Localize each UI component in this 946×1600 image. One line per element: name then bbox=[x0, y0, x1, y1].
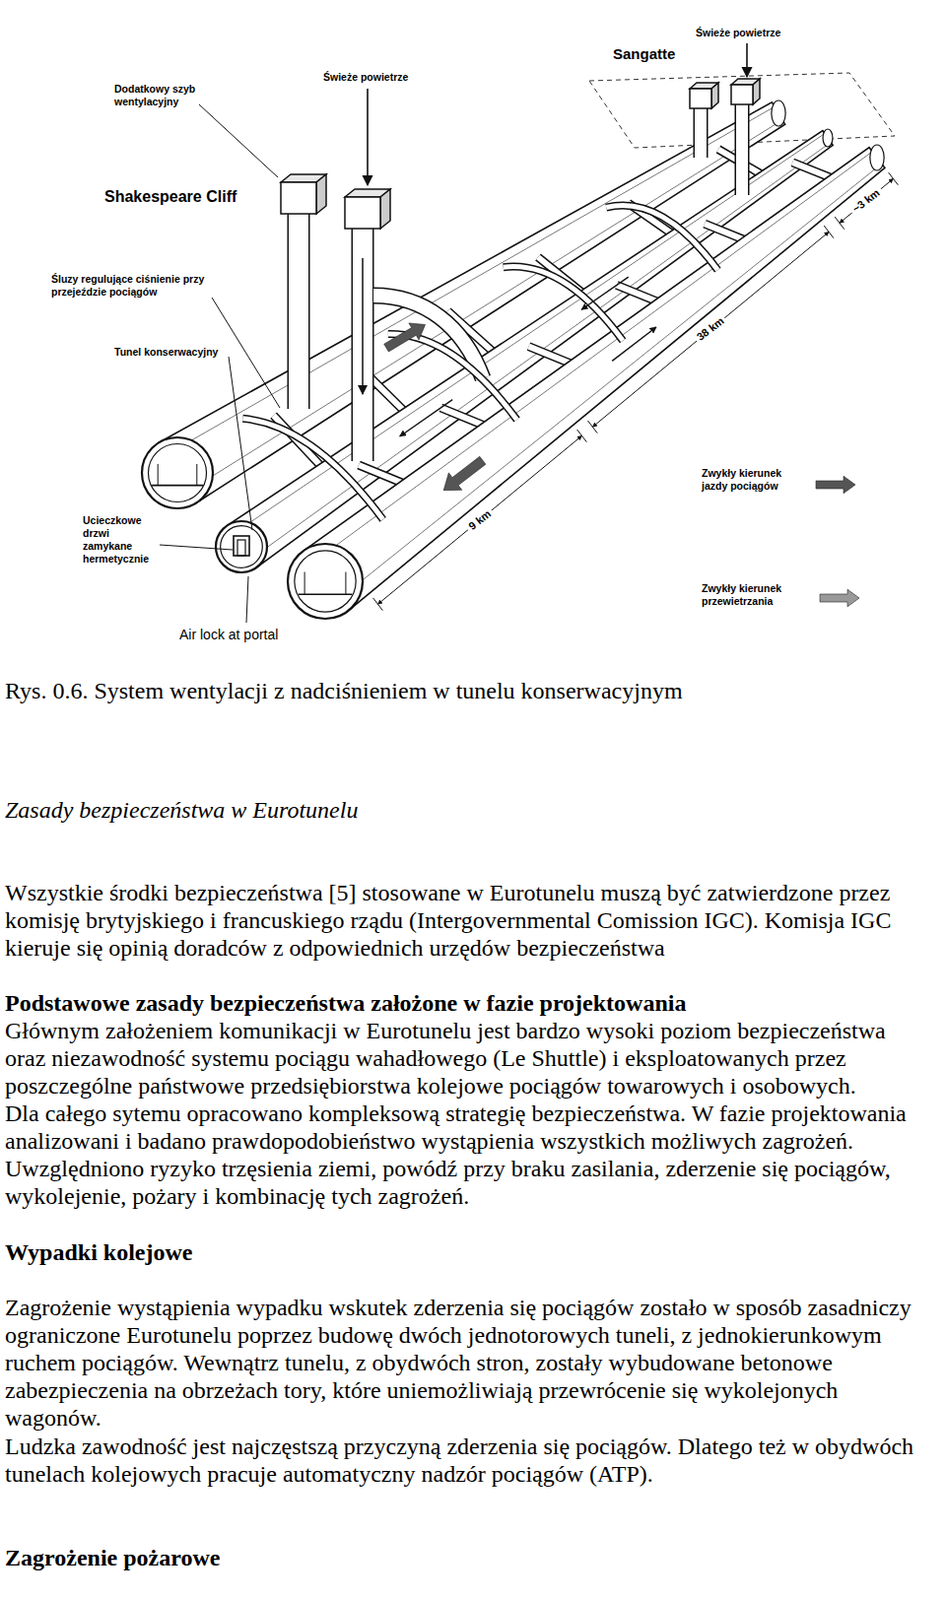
illustration bbox=[141, 43, 898, 623]
legend-text: Zwykły kierunek przewietrzania bbox=[701, 582, 793, 609]
train-direction-arrow bbox=[443, 456, 486, 490]
dimension-line bbox=[587, 225, 833, 434]
shaft-head bbox=[280, 174, 327, 214]
body-paragraph: Głównym założeniem komunikacji w Eurotun… bbox=[4, 1016, 927, 1100]
legend-text: Zwykły kierunek jazdy pociągów bbox=[701, 467, 793, 493]
annotation-label: Ucieczkowe drzwi zamykane hermetycznie bbox=[82, 514, 158, 566]
air-label: Świeże powietrze bbox=[695, 26, 781, 40]
ventilation-shaft bbox=[742, 104, 744, 196]
shaft-head bbox=[689, 82, 719, 109]
tunnel-tube bbox=[215, 129, 833, 573]
shaft-head bbox=[344, 189, 391, 229]
ventilation-arrow bbox=[400, 400, 454, 437]
body-paragraph: Zagrożenie wystąpienia wypadku wskutek z… bbox=[4, 1293, 927, 1432]
legend-sample bbox=[819, 589, 860, 608]
ventilation-shaft bbox=[298, 213, 300, 409]
leader-line bbox=[228, 356, 253, 531]
annotation-label: Śluzy regulujące ciśnienie przy przejeźd… bbox=[51, 272, 249, 299]
body-paragraph: Dla całego sytemu opracowano kompleksową… bbox=[4, 1099, 927, 1211]
tunnel-tube bbox=[287, 144, 885, 619]
dimension-line bbox=[373, 429, 588, 611]
ventilation-shaft bbox=[362, 228, 364, 462]
section-heading: Wypadki kolejowe bbox=[4, 1238, 193, 1267]
body-paragraph: Ludzka zawodność jest najczęstszą przycz… bbox=[4, 1432, 927, 1488]
train-direction-arrow bbox=[384, 323, 426, 352]
legend-sample bbox=[815, 475, 856, 494]
dimension-line bbox=[834, 172, 898, 230]
place-name: Sangatte bbox=[612, 45, 676, 64]
leader-line bbox=[159, 544, 233, 550]
pressure-relief-duct bbox=[242, 418, 383, 521]
place-name: Shakespeare Cliff bbox=[104, 187, 237, 206]
body-paragraph: Wszystkie środki bezpieczeństwa [5] stos… bbox=[4, 878, 927, 962]
figure-caption: Rys. 0.6. System wentylacji z nadciśnien… bbox=[4, 676, 683, 705]
ventilation-arrow bbox=[611, 327, 657, 361]
annotation-label: Dodatkowy szyb wentylacyjny bbox=[114, 82, 208, 109]
annotation-label: Tunel konserwacyjny bbox=[114, 345, 218, 359]
air-flow-arrow bbox=[361, 258, 364, 395]
air-flow-arrow bbox=[745, 43, 748, 77]
shaft-head bbox=[731, 78, 760, 105]
annotation-label: Air lock at portal bbox=[179, 626, 278, 644]
pressure-relief-duct bbox=[503, 267, 623, 341]
air-flow-arrow bbox=[366, 88, 369, 186]
leader-line bbox=[246, 576, 249, 623]
leader-line bbox=[211, 297, 280, 408]
pressure-relief-duct bbox=[388, 334, 518, 420]
ventilation-arrow bbox=[581, 276, 629, 310]
section-heading: Zagrożenie pożarowe bbox=[4, 1544, 220, 1572]
pressure-relief-duct bbox=[606, 205, 718, 271]
leader-line bbox=[199, 104, 278, 178]
air-label: Świeże powietrze bbox=[323, 70, 408, 84]
ventilation-shaft bbox=[700, 108, 702, 158]
section-heading: Podstawowe zasady bezpieczeństwa założon… bbox=[4, 989, 686, 1017]
section-heading: Zasady bezpieczeństwa w Eurotunelu bbox=[4, 796, 358, 824]
